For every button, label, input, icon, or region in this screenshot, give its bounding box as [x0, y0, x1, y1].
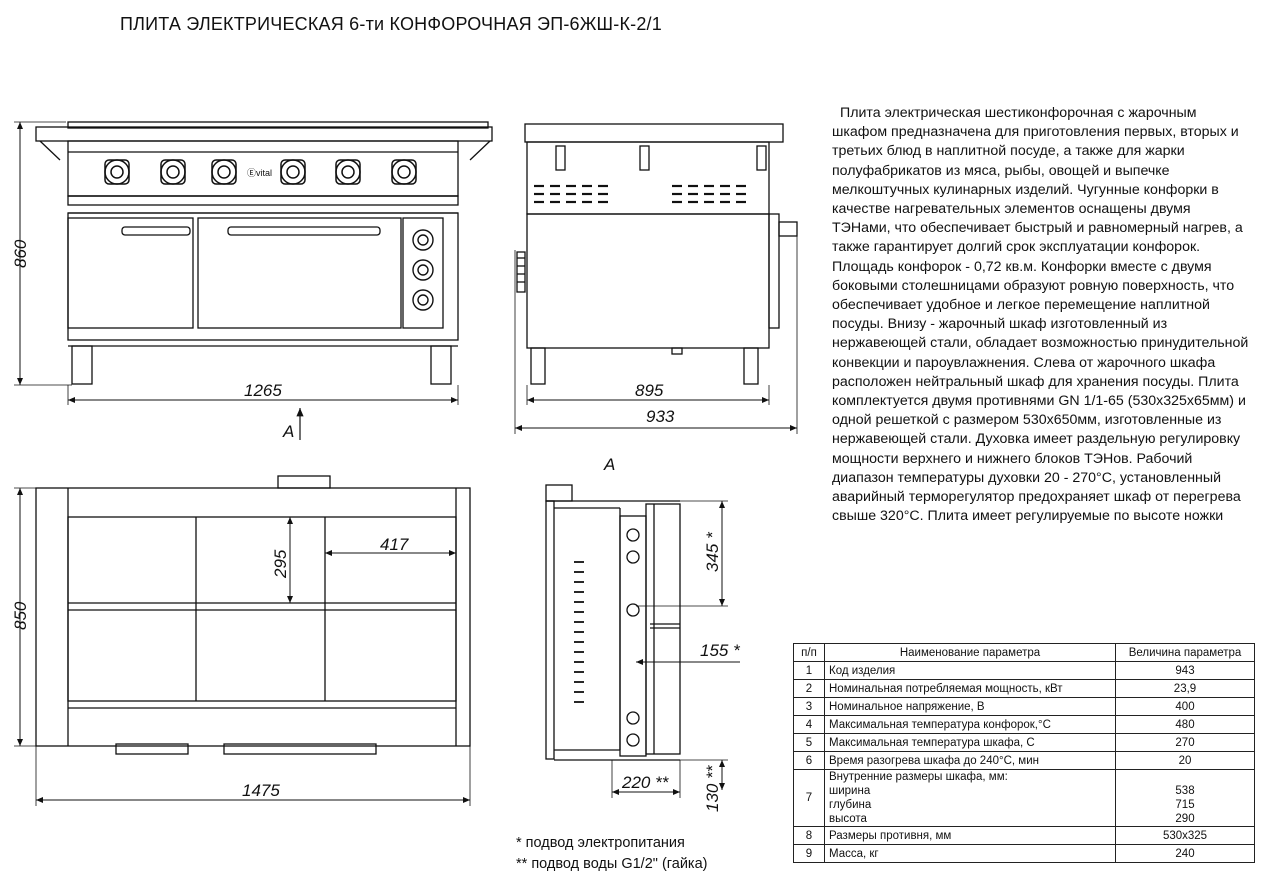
row-value-depth: 715 [1175, 799, 1195, 811]
row-value: 240 [1115, 844, 1255, 863]
table-row: 3 Номинальное напряжение, В 400 [793, 697, 1255, 716]
dim-detail-130: 130 ** [703, 764, 722, 812]
row-name-main: Внутренние размеры шкафа, мм: [829, 771, 1008, 783]
row-name: Номинальное напряжение, В [824, 697, 1116, 716]
row-num: 5 [793, 733, 825, 752]
row-name: Код изделия [824, 661, 1116, 680]
footnotes: * подвод электропитания ** подвод воды G… [516, 833, 707, 875]
view-arrow-label: A [282, 422, 294, 441]
dim-top-depth: 850 [11, 601, 30, 630]
detail-label: A [603, 455, 615, 474]
row-name: Максимальная температура шкафа, С [824, 733, 1116, 752]
dim-detail-155: 155 * [700, 641, 741, 660]
row-num: 4 [793, 715, 825, 734]
row-num: 8 [793, 826, 825, 845]
row-value-height: 290 [1175, 813, 1195, 825]
row-value: 20 [1115, 751, 1255, 770]
row-value: 400 [1115, 697, 1255, 716]
description-text: Плита электрическая шестиконфорочная с ж… [832, 105, 1249, 525]
row-num: 7 [793, 769, 825, 827]
front-dimensions: 860 1265 A [11, 121, 459, 441]
row-name: Размеры противня, мм [824, 826, 1116, 845]
row-name: Время разогрева шкафа до 240°С, мин [824, 751, 1116, 770]
row-num: 1 [793, 661, 825, 680]
row-name: Внутренние размеры шкафа, мм: ширина глу… [824, 769, 1116, 827]
top-view [35, 475, 471, 755]
col-header-num: п/п [793, 643, 825, 662]
row-value: 538 715 290 [1115, 769, 1255, 827]
note-power: * подвод электропитания [516, 835, 685, 851]
row-value: 23,9 [1115, 679, 1255, 698]
dim-front-width: 1265 [244, 381, 282, 400]
dim-top-cell-width: 417 [380, 535, 409, 554]
row-name: Номинальная потребляемая мощность, кВт [824, 679, 1116, 698]
row-value: 270 [1115, 733, 1255, 752]
row-value-width: 538 [1175, 785, 1195, 797]
page-title: ПЛИТА ЭЛЕКТРИЧЕСКАЯ 6-ти КОНФОРОЧНАЯ ЭП-… [120, 14, 662, 34]
svg-text:Ⓔvital: Ⓔvital [247, 168, 272, 178]
dim-top-width: 1475 [242, 781, 280, 800]
dim-front-height: 860 [11, 239, 30, 268]
row-num: 6 [793, 751, 825, 770]
row-value: 480 [1115, 715, 1255, 734]
table-row: 2 Номинальная потребляемая мощность, кВт… [793, 679, 1255, 698]
table-row: 9 Масса, кг 240 [793, 844, 1255, 863]
spec-table: п/п Наименование параметра Величина пара… [793, 643, 1255, 863]
table-row: 6 Время разогрева шкафа до 240°С, мин 20 [793, 751, 1255, 770]
top-dimensions: 850 1475 295 417 [11, 487, 471, 806]
side-view [516, 123, 798, 385]
table-row: 8 Размеры противня, мм 530х325 [793, 826, 1255, 845]
dim-top-cell-depth: 295 [271, 549, 290, 579]
detail-view-a [545, 484, 681, 761]
row-sub-depth: глубина [829, 799, 872, 811]
table-row: 5 Максимальная температура шкафа, С 270 [793, 733, 1255, 752]
table-header-row: п/п Наименование параметра Величина пара… [793, 643, 1255, 662]
product-description: Плита электрическая шестиконфорочная с ж… [832, 104, 1252, 526]
note-water: ** подвод воды G1/2" (гайка) [516, 856, 708, 872]
row-sub-width: ширина [829, 785, 871, 797]
dim-detail-345: 345 * [703, 531, 722, 572]
row-value: 530х325 [1115, 826, 1255, 845]
row-name: Максимальная температура конфорок,°С [824, 715, 1116, 734]
dim-side-depth-outer: 933 [646, 407, 675, 426]
row-num: 2 [793, 679, 825, 698]
side-dimensions: 895 933 [514, 236, 798, 434]
row-num: 9 [793, 844, 825, 863]
front-view: Ⓔvital [35, 121, 493, 385]
row-num: 3 [793, 697, 825, 716]
row-sub-height: высота [829, 813, 867, 825]
table-row: 1 Код изделия 943 [793, 661, 1255, 680]
row-name: Масса, кг [824, 844, 1116, 863]
dim-side-depth-inner: 895 [635, 381, 664, 400]
col-header-value: Величина параметра [1115, 643, 1255, 662]
detail-dimensions: A 345 * 155 * 220 ** 130 ** [603, 455, 741, 812]
row-value: 943 [1115, 661, 1255, 680]
col-header-name: Наименование параметра [824, 643, 1116, 662]
table-row: 4 Максимальная температура конфорок,°С 4… [793, 715, 1255, 734]
dim-detail-220: 220 ** [621, 773, 670, 792]
table-row: 7 Внутренние размеры шкафа, мм: ширина г… [793, 769, 1255, 827]
